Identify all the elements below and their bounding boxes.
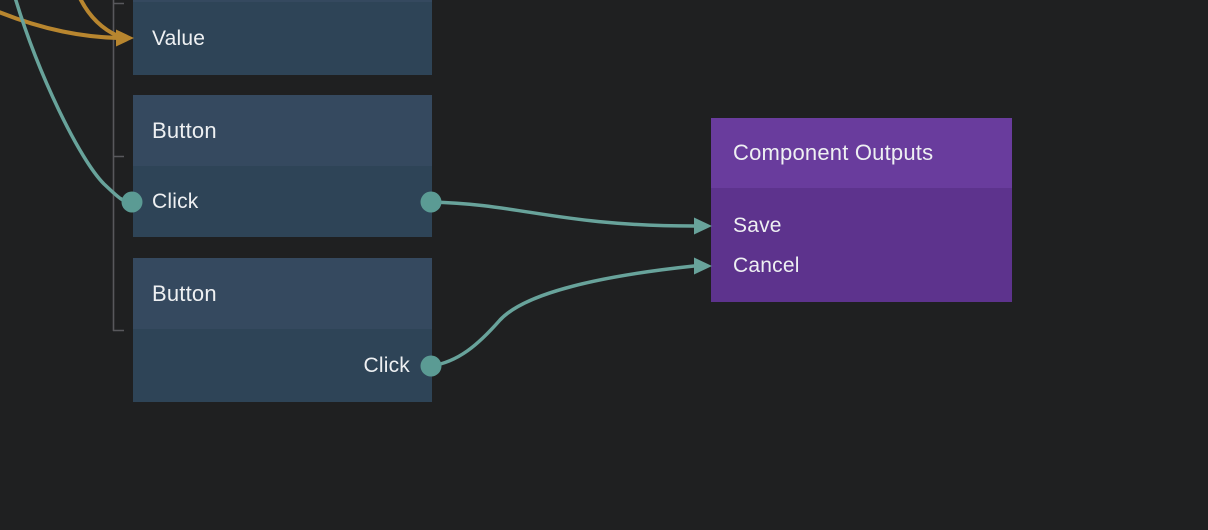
click-port-label-bottom: Click xyxy=(363,353,410,377)
node-value-body: Value xyxy=(133,2,432,75)
click-port-row-bottom[interactable]: Click xyxy=(133,329,432,402)
value-port-row[interactable]: Value xyxy=(133,2,432,75)
edge-orange-to-value-b[interactable] xyxy=(78,0,120,38)
guide-line-ticks xyxy=(113,2,124,332)
node-value[interactable]: Value xyxy=(133,0,432,75)
node-component-outputs-body: Save Cancel xyxy=(711,188,1012,302)
port-dot-click-input[interactable] xyxy=(121,191,143,213)
node-button-bottom[interactable]: Button Click xyxy=(133,258,432,402)
node-component-outputs-header[interactable]: Component Outputs xyxy=(711,118,1012,188)
edge-orange-to-value-a[interactable] xyxy=(0,10,120,40)
edge-teal-to-click-input[interactable] xyxy=(14,0,133,204)
click-port-row-top[interactable]: Click xyxy=(133,166,432,237)
node-button-top-title: Button xyxy=(152,117,217,143)
node-button-bottom-title: Button xyxy=(152,280,217,306)
port-dot-click-output-bottom[interactable] xyxy=(420,355,442,377)
click-port-label-top: Click xyxy=(152,189,199,213)
arrowhead-cancel-icon[interactable] xyxy=(694,257,712,275)
cancel-port-row[interactable]: Cancel xyxy=(711,246,1012,286)
node-value-header[interactable] xyxy=(133,0,432,2)
node-button-top-header[interactable]: Button xyxy=(133,95,432,166)
save-port-row[interactable]: Save xyxy=(711,206,1012,246)
arrowhead-value-icon[interactable] xyxy=(116,29,134,47)
edge-click-to-save[interactable] xyxy=(429,200,696,228)
node-button-top-body: Click xyxy=(133,166,432,237)
node-component-outputs-title: Component Outputs xyxy=(733,140,934,165)
edge-click-to-cancel[interactable] xyxy=(429,264,696,368)
node-button-bottom-header[interactable]: Button xyxy=(133,258,432,329)
arrowhead-save-icon[interactable] xyxy=(694,217,712,235)
cancel-port-label: Cancel xyxy=(733,254,800,277)
node-button-top[interactable]: Button Click xyxy=(133,95,432,237)
save-port-label: Save xyxy=(733,214,782,237)
node-component-outputs[interactable]: Component Outputs Save Cancel xyxy=(711,118,1012,302)
node-button-bottom-body: Click xyxy=(133,329,432,402)
value-port-label: Value xyxy=(152,26,206,50)
port-dot-click-output-top[interactable] xyxy=(420,191,442,213)
